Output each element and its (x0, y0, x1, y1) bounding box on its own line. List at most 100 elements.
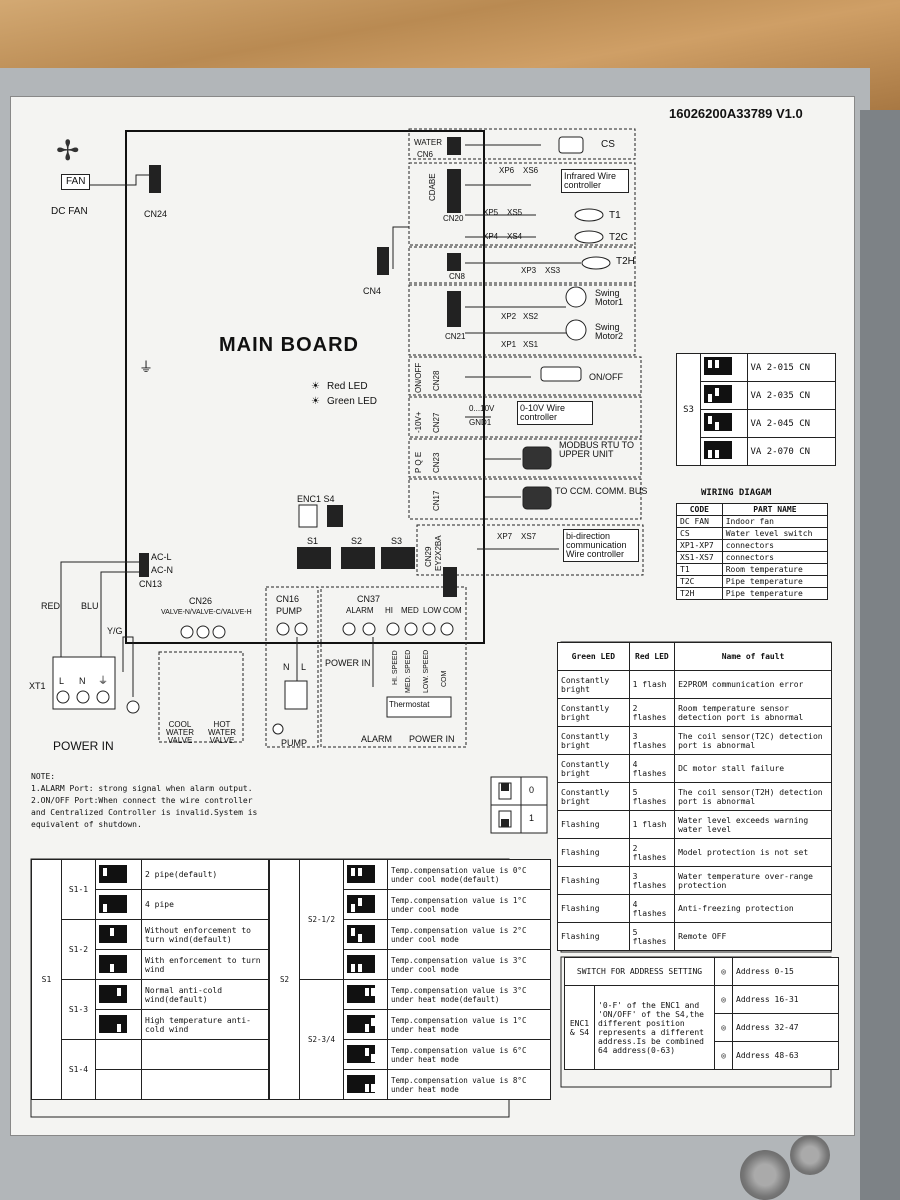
fault-red: 3 flashes (628, 866, 676, 895)
wiring-part: Water level switch (721, 527, 829, 540)
fault-red: 2 flashes (628, 698, 676, 727)
dip-switch-icon (99, 984, 127, 1003)
xt1-ground: ⏚ (98, 676, 108, 687)
xs3: XS3 (545, 266, 561, 275)
cn21-label: CN21 (445, 332, 466, 341)
fault-red: 4 flashes (628, 754, 676, 783)
cn37-hi: HI (385, 606, 393, 615)
note-line-2: 2.ON/OFF Port:When connect the wire cont… (31, 796, 253, 805)
dip-switch-icon (99, 1014, 127, 1033)
address-range: Address 48-63 (732, 1041, 839, 1070)
s2-desc: Temp.compensation value is 3°C under coo… (387, 949, 551, 980)
dip-switch-icon (347, 894, 375, 913)
fault-name: Anti-freezing protection (674, 894, 832, 923)
wiring-part: Room temperature (721, 563, 829, 576)
cn26-pins: VALVE-N/VALVE-C/VALVE-H (161, 609, 252, 616)
note-title: NOTE: (31, 772, 56, 781)
dip-switch-icon (347, 864, 375, 883)
fault-name: Model protection is not set (674, 838, 832, 867)
address-enc-name: ENC1 & S4 (564, 985, 595, 1070)
cn20-label: CN20 (443, 214, 464, 223)
cn16-pump-label: PUMP (276, 606, 303, 616)
red-led-label: Red LED (327, 381, 368, 392)
xp7: XP7 (497, 532, 513, 541)
fault-green: Flashing (557, 922, 630, 951)
dip-switch-icon (347, 1014, 375, 1033)
cn16-label: CN16 (276, 594, 300, 604)
s3-row-3: VA 2-070 CN (746, 437, 836, 466)
cn4-connector (377, 247, 389, 275)
alarm-power-in: POWER IN (325, 658, 371, 668)
s1-desc (141, 1069, 269, 1100)
s1-sub: S1-4 (61, 1039, 96, 1100)
fault-name: The coil sensor(T2H) detection port is a… (674, 782, 832, 811)
cn24-connector (149, 165, 161, 193)
xp3: XP3 (521, 266, 537, 275)
s3-name: S3 (676, 353, 701, 466)
xs1: XS1 (523, 340, 539, 349)
s1-sub: S1-2 (61, 919, 96, 980)
cn24-label: CN24 (144, 209, 168, 219)
xp2: XP2 (501, 312, 517, 321)
fault-green: Flashing (557, 894, 630, 923)
s3-label: S3 (391, 536, 403, 546)
t2c-label: T2C (609, 232, 628, 243)
cn6-connector (447, 137, 461, 155)
cn29-connector (443, 567, 457, 597)
dip-switch-icon (347, 924, 375, 943)
swing-motor1: Swing Motor1 (595, 288, 624, 307)
fault-header-green: Green LED (557, 642, 630, 671)
cn28-label: CN28 (432, 370, 441, 391)
s1-desc: High temperature anti-cold wind (141, 1009, 269, 1040)
xt1-n: N (79, 676, 86, 686)
bolt-icon (790, 1135, 830, 1175)
s2-desc: Temp.compensation value is 3°C under hea… (387, 979, 551, 1010)
cn6-label: CN6 (417, 150, 434, 159)
address-desc: '0-F' of the ENC1 and 'ON/OFF' of the S4… (594, 985, 715, 1070)
green-led-icon: ☀ (311, 396, 320, 407)
cn28-vertical: ON/OFF (414, 362, 423, 393)
cn27-vertical: -10V+ (414, 411, 423, 433)
xt1-l: L (59, 676, 65, 686)
s1-desc: Without enforcement to turn wind(default… (141, 919, 269, 950)
xs7: XS7 (521, 532, 537, 541)
xp4: XP4 (483, 232, 499, 241)
wiring-header-part: PART NAME (721, 503, 829, 516)
fan-label: FAN (61, 174, 91, 190)
cn27-gnd: GND1 (469, 418, 492, 427)
wiring-code: T2C (676, 575, 723, 588)
cn37-label: CN37 (357, 594, 381, 604)
wiring-part: Pipe temperature (721, 575, 829, 588)
fault-red: 1 flash (628, 810, 676, 839)
xp6: XP6 (499, 166, 515, 175)
fault-green: Flashing (557, 810, 630, 839)
cn23-label: CN23 (432, 452, 441, 473)
fault-green: Constantly bright (557, 670, 630, 699)
fault-green: Constantly bright (557, 698, 630, 727)
s3-row-2: VA 2-045 CN (746, 409, 836, 438)
cn37-low: LOW (423, 606, 442, 615)
wiring-lines (30, 128, 832, 1118)
wiring-label: 16026200A33789 V1.0 MAIN BOARD FAN ✢ DC … (10, 96, 855, 1136)
fault-header-red: Red LED (628, 642, 676, 671)
fan-icon: ✢ (56, 135, 80, 166)
cn27-range: 0...10V (469, 404, 495, 413)
fault-green: Flashing (557, 866, 630, 895)
pump-n: N (283, 662, 290, 672)
s2-label: S2 (351, 536, 363, 546)
cn8-label: CN8 (449, 272, 466, 281)
fault-name: The coil sensor(T2C) detection port is a… (674, 726, 832, 755)
s2-sub: S2-3/4 (299, 979, 344, 1100)
metal-edge (860, 110, 900, 1200)
rotary-switch-icon: ◎ (721, 1023, 726, 1032)
fault-green: Constantly bright (557, 754, 630, 783)
wiring-code: T1 (676, 563, 723, 576)
wiring-part: connectors (721, 539, 829, 552)
fault-header-name: Name of fault (674, 642, 832, 671)
dip-switch-icon (704, 385, 732, 403)
fault-red: 4 flashes (628, 894, 676, 923)
fault-name: Water temperature over-range protection (674, 866, 832, 895)
s1-desc (141, 1039, 269, 1070)
